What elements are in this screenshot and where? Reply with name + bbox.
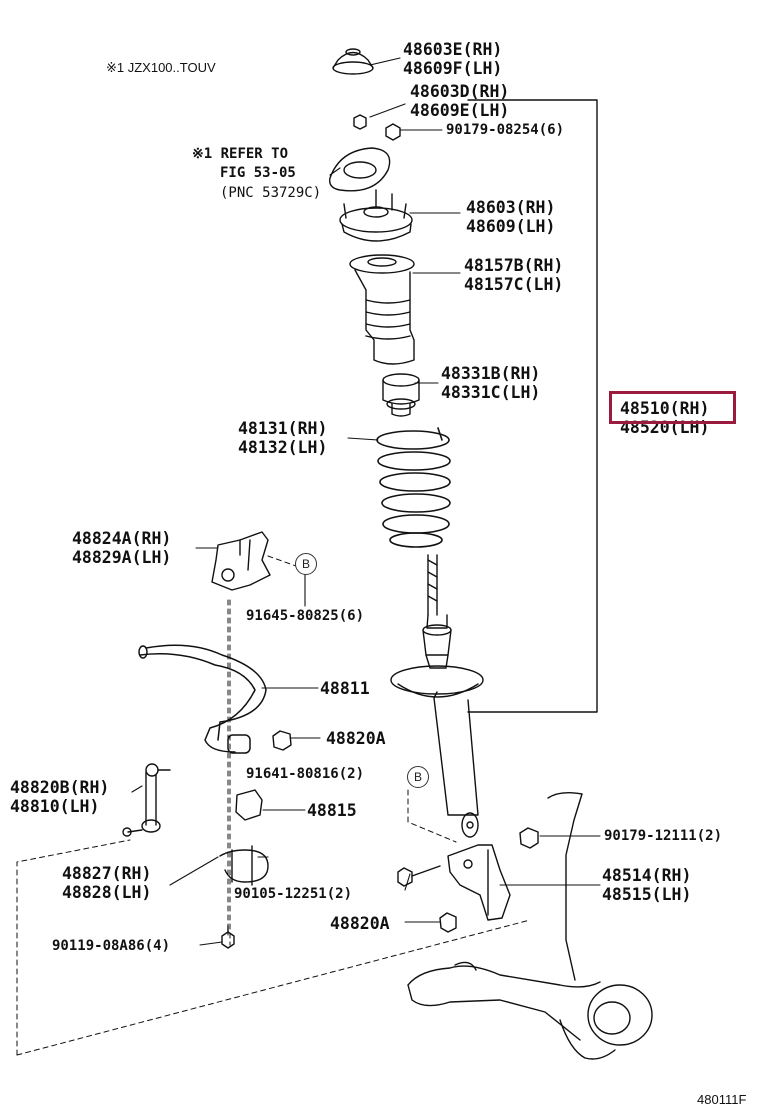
label-48603[interactable]: 48603(RH)48609(LH): [466, 198, 556, 236]
nut-48820A-upper-part: [272, 730, 292, 751]
label-48514[interactable]: 48514(RH)48515(LH): [602, 866, 692, 904]
lower-arm-part: [407, 791, 653, 1060]
coil-spring-part: [376, 427, 451, 548]
refer-note-line1: ※1 REFER TO: [192, 146, 289, 162]
stabilizer-bar-part: [138, 644, 267, 754]
refer-note-line3: (PNC 53729C): [220, 185, 322, 201]
label-48157B[interactable]: 48157B(RH)48157C(LH): [464, 256, 564, 294]
label-90119-08A86[interactable]: 90119-08A86(4): [52, 938, 171, 954]
label-48827[interactable]: 48827(RH)48828(LH): [62, 864, 152, 902]
bolt-90105-part: [397, 865, 441, 887]
stabilizer-link-part: [122, 763, 171, 837]
highlight-box-48510: [609, 391, 736, 424]
label-48603D[interactable]: 48603D(RH)48609E(LH): [410, 82, 510, 120]
model-note: ※1 JZX100..TOUV: [106, 60, 216, 75]
label-90179-08254[interactable]: 90179-08254(6): [446, 122, 565, 138]
diagram-code: 480111F: [697, 1092, 747, 1107]
mount-plate-part: [329, 147, 391, 192]
label-48331B[interactable]: 48331B(RH)48331C(LH): [441, 364, 541, 402]
leader-lines: [131, 57, 601, 946]
nut-parts: [353, 114, 401, 141]
bumper-boot-part: [349, 254, 415, 365]
bracket-48824-part: [211, 531, 271, 591]
bracket-48514-part: [447, 844, 511, 921]
upper-support-part: [339, 189, 413, 242]
nut-48820A-lower-part: [439, 912, 457, 933]
bolt-90119-part: [221, 925, 235, 949]
label-48824A[interactable]: 48824A(RH)48829A(LH): [72, 529, 172, 567]
bound-stopper-part: [382, 373, 420, 417]
callout-b-lower: B: [407, 766, 429, 788]
label-48820B[interactable]: 48820B(RH)48810(LH): [10, 778, 110, 816]
label-48603E[interactable]: 48603E(RH)48609F(LH): [403, 40, 503, 78]
label-91641-80816[interactable]: 91641-80816(2): [246, 766, 365, 782]
label-48820A-upper[interactable]: 48820A: [326, 729, 386, 748]
callout-b-upper: B: [295, 553, 317, 575]
label-90105-12251[interactable]: 90105-12251(2): [234, 886, 353, 902]
label-48820A-lower[interactable]: 48820A: [330, 914, 390, 933]
label-48815[interactable]: 48815: [307, 801, 357, 820]
label-90179-12111[interactable]: 90179-12111(2): [604, 828, 723, 844]
label-48811[interactable]: 48811: [320, 679, 370, 698]
support-cap-part: [332, 48, 374, 75]
label-91645-80825[interactable]: 91645-80825(6): [246, 608, 365, 624]
assembly-bracket-line: [467, 99, 598, 713]
bushing-part: [235, 789, 263, 821]
nut-90179-12111-part: [519, 827, 539, 849]
label-48131[interactable]: 48131(RH)48132(LH): [238, 419, 328, 457]
shock-absorber-part: [390, 554, 484, 838]
bracket-48827-part: [219, 845, 269, 886]
refer-note-line2: FIG 53-05: [220, 165, 296, 181]
